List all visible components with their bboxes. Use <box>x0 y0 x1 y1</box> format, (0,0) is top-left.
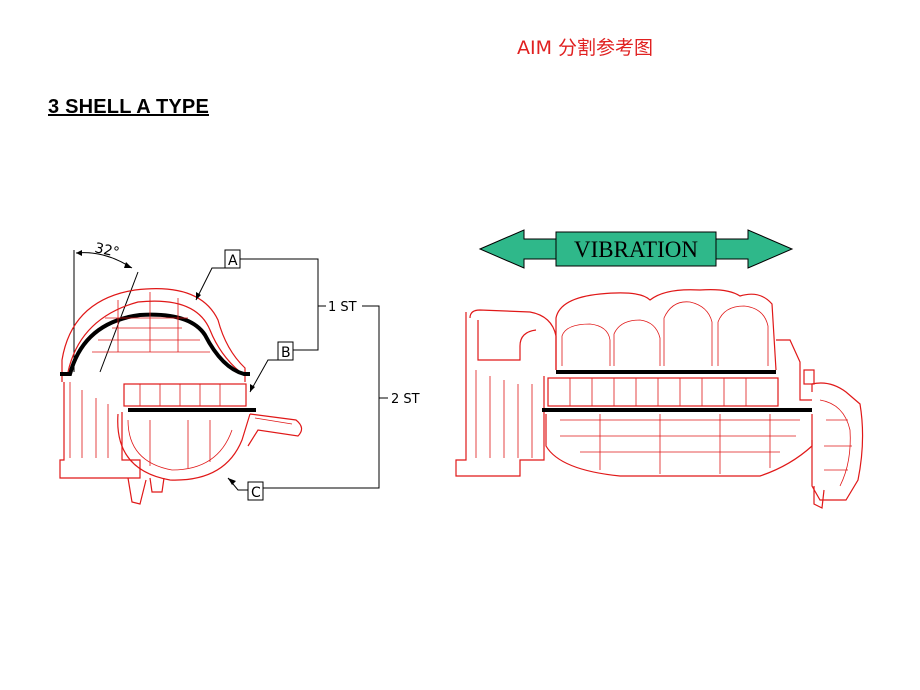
callout-a-arrow <box>196 292 201 300</box>
lower-shell-outline <box>117 413 251 481</box>
front-inlet-inner <box>477 320 537 361</box>
front-mid-flange-ribs <box>569 378 747 406</box>
stage-1-bracket <box>240 258 319 351</box>
stage-2-label: 2 ST <box>391 392 420 407</box>
front-mid-flange <box>547 377 779 407</box>
front-inlet-neck <box>469 309 557 370</box>
pcv-port <box>776 339 812 401</box>
bottom-fitting <box>813 486 825 509</box>
angle-ref-line-2 <box>99 271 139 373</box>
mid-shell-flange <box>123 383 247 407</box>
stage-2-bracket <box>263 305 380 489</box>
runner-1 <box>561 323 611 366</box>
vibration-label-box <box>555 231 717 267</box>
throttle-body-detail <box>819 399 852 487</box>
upper-shell-outline <box>61 288 246 382</box>
header-note: AIM 分割参考图 <box>517 37 654 59</box>
runner-2 <box>613 319 661 366</box>
callout-b-arrow <box>250 384 255 392</box>
front-lower-shell <box>545 414 813 477</box>
angle-arrow-right <box>124 262 132 268</box>
lower-shell-fittings <box>127 477 165 505</box>
upper-shell-inner <box>67 300 241 373</box>
stage-1-label: 1 ST <box>328 300 357 315</box>
runner-3 <box>663 301 713 366</box>
callout-a-label: A <box>228 253 238 269</box>
angle-label: 32° <box>93 240 121 261</box>
front-lower-webs <box>599 414 771 474</box>
front-view-manifold: VIBRATION <box>455 229 864 509</box>
upper-shell-webs <box>117 292 179 352</box>
slide-title: 3 SHELL A TYPE <box>48 96 209 118</box>
front-mid-left-ribs <box>475 370 533 458</box>
lower-shell-ribs <box>149 420 211 468</box>
mid-shell-flange-ribs <box>139 384 221 406</box>
mid-shell-left-body <box>59 382 141 479</box>
lower-shell-outlet-pipe <box>247 413 303 447</box>
upper-runners-outline <box>555 289 777 371</box>
side-view-manifold: 32° A B C <box>59 240 420 505</box>
front-mid-left-body <box>455 312 545 477</box>
vibration-label: VIBRATION <box>574 237 698 262</box>
weld-seam-a <box>60 312 250 376</box>
angle-arrow-left <box>76 250 82 256</box>
throttle-body <box>811 382 864 501</box>
callout-box-c <box>247 481 264 501</box>
outlet-pipe-inner <box>254 417 293 425</box>
callout-c-label: C <box>251 485 261 501</box>
upper-shell-ribs <box>92 317 210 353</box>
runner-4 <box>717 305 769 366</box>
callout-c-arrow <box>228 478 236 485</box>
mid-shell-left-ribs <box>69 382 109 458</box>
lower-shell-inner <box>127 419 233 471</box>
callout-b-label: B <box>281 345 291 361</box>
front-lower-lines <box>560 419 800 453</box>
callout-b-leader <box>249 359 278 393</box>
callout-a-leader <box>195 267 225 301</box>
callout-box-b <box>277 341 294 361</box>
sensor-port <box>803 369 815 385</box>
